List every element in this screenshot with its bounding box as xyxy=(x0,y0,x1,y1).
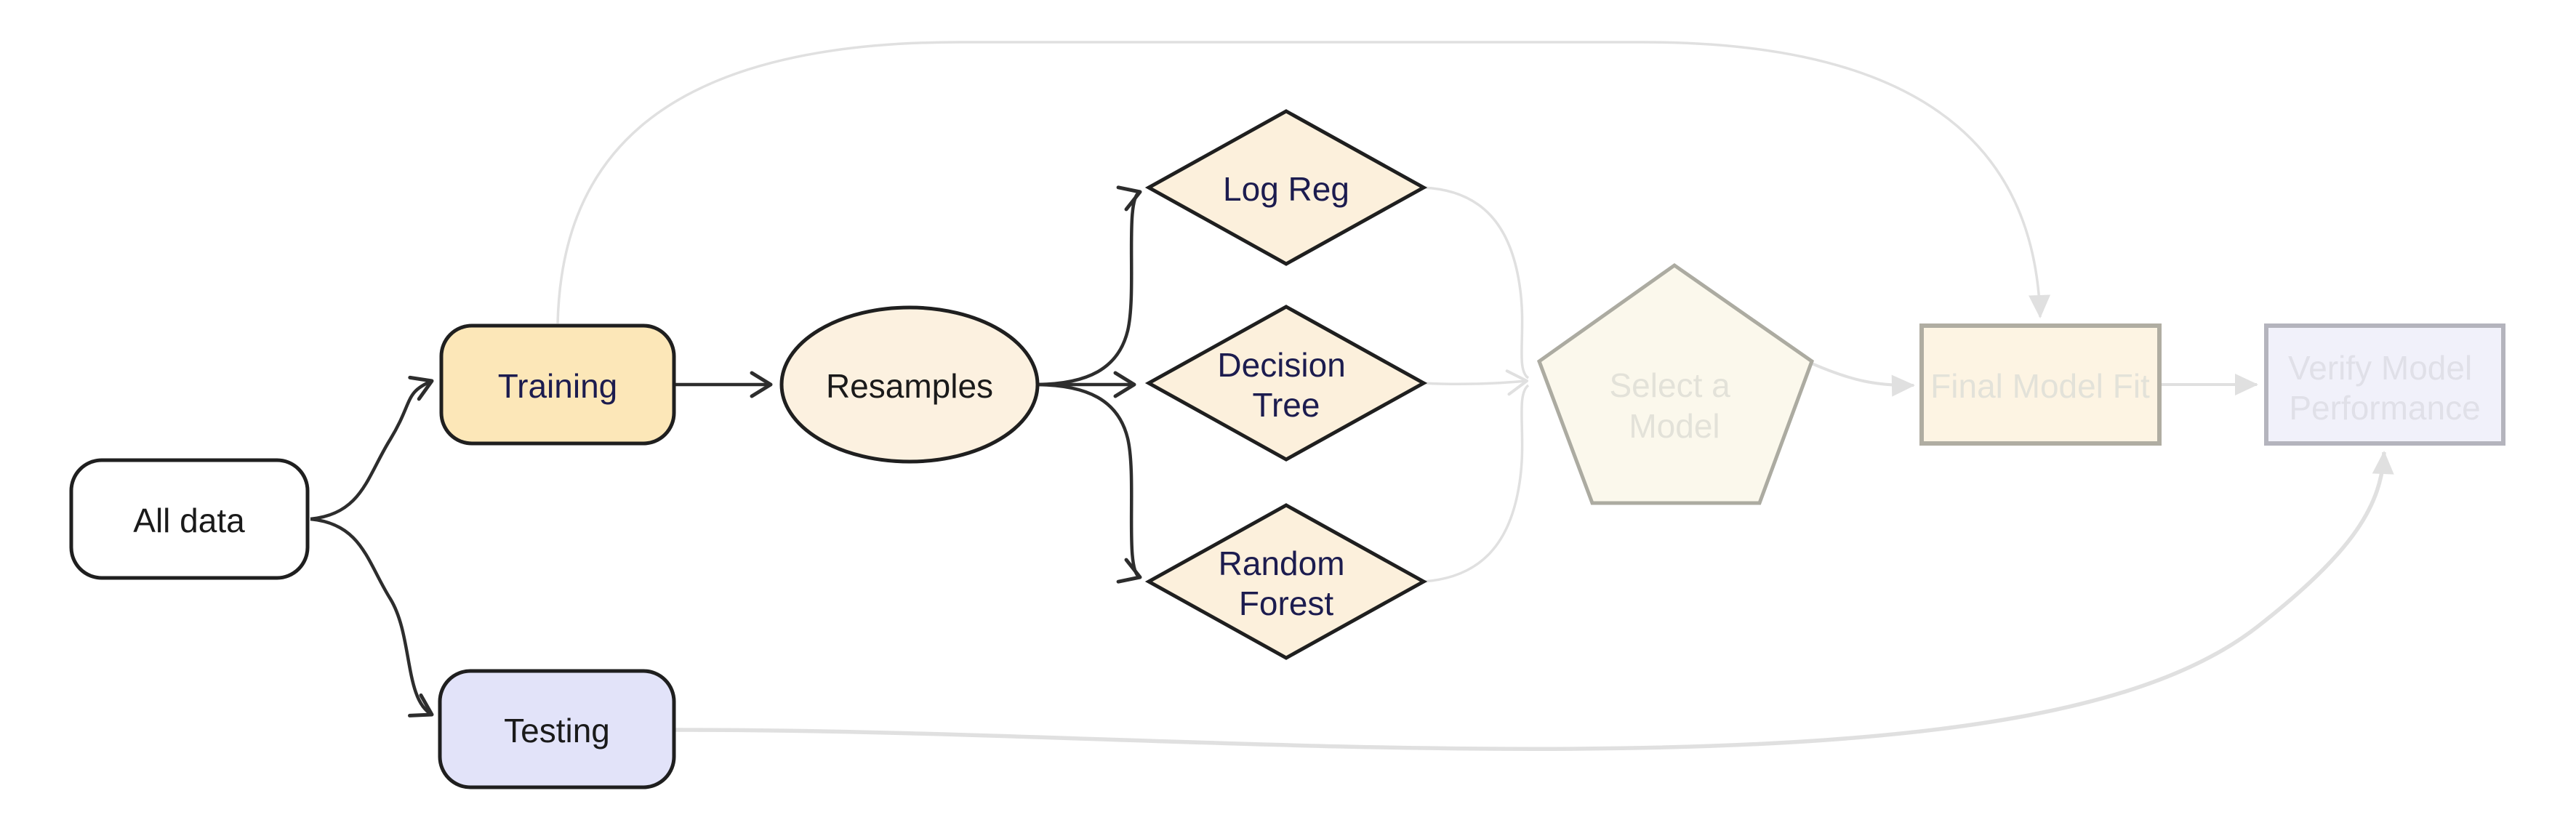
node-training: Training xyxy=(439,323,676,446)
resamples-ellipse xyxy=(779,305,1040,464)
resamples-label: Resamples xyxy=(826,367,993,405)
edge-resamples-to-random-forest xyxy=(1037,382,1142,584)
node-all-data: All data xyxy=(69,458,310,580)
log-reg-diamond xyxy=(1144,109,1428,266)
random-forest-label-line1: Random xyxy=(1219,544,1345,582)
training-label: Training xyxy=(498,367,617,405)
all-data-label: All data xyxy=(133,502,245,539)
decision-tree-diamond xyxy=(1144,305,1428,462)
training-box xyxy=(439,323,676,446)
node-random-forest: Random Forest xyxy=(1144,503,1428,660)
decision-tree-label-line1: Decision xyxy=(1217,346,1345,384)
edge-random-forest-to-select-model xyxy=(1423,384,1530,583)
edge-resamples-to-log-reg xyxy=(1037,185,1142,387)
select-model-label-line2: Model xyxy=(1629,407,1720,445)
random-forest-label-line2: Forest xyxy=(1239,584,1334,622)
verify-box xyxy=(2264,323,2505,446)
verify-label-line2: Performance xyxy=(2289,389,2480,427)
random-forest-label: Random Forest xyxy=(1219,544,1355,622)
log-reg-label: Log Reg xyxy=(1223,170,1349,208)
testing-label: Testing xyxy=(504,712,610,749)
node-verify: Verify Model Performance xyxy=(2264,323,2505,446)
verify-label: Verify Model Performance xyxy=(2288,349,2481,427)
verify-label-line1: Verify Model xyxy=(2288,349,2472,387)
node-log-reg: Log Reg xyxy=(1144,109,1428,266)
testing-box xyxy=(438,669,676,789)
edge-training-to-final-fit xyxy=(556,41,2051,324)
edge-all-data-to-training xyxy=(310,375,434,521)
node-final-fit: Final Model Fit xyxy=(1919,323,2162,446)
node-decision-tree: Decision Tree xyxy=(1144,305,1428,462)
final-fit-label: Final Model Fit xyxy=(1930,367,2150,405)
random-forest-diamond xyxy=(1144,503,1428,660)
node-select-model: Select a Model xyxy=(1536,262,1815,505)
select-model-label: Select a Model xyxy=(1610,366,1740,445)
edge-testing-to-verify xyxy=(673,451,2394,751)
decision-tree-label: Decision Tree xyxy=(1217,346,1355,424)
edge-logreg-to-select-model xyxy=(1423,186,1530,379)
edge-select-model-to-final-fit xyxy=(1811,362,1915,397)
decision-tree-label-line2: Tree xyxy=(1253,386,1320,424)
edge-decision-tree-to-select-model xyxy=(1423,369,1528,396)
select-model-label-line1: Select a xyxy=(1610,366,1731,404)
all-data-box xyxy=(69,458,310,580)
faded-edges xyxy=(556,41,2394,751)
final-fit-box xyxy=(1919,323,2162,446)
edge-all-data-to-testing xyxy=(310,517,434,718)
node-testing: Testing xyxy=(438,669,676,789)
node-resamples: Resamples xyxy=(779,305,1040,464)
active-edges xyxy=(310,185,1142,718)
select-model-pentagon xyxy=(1536,262,1815,505)
